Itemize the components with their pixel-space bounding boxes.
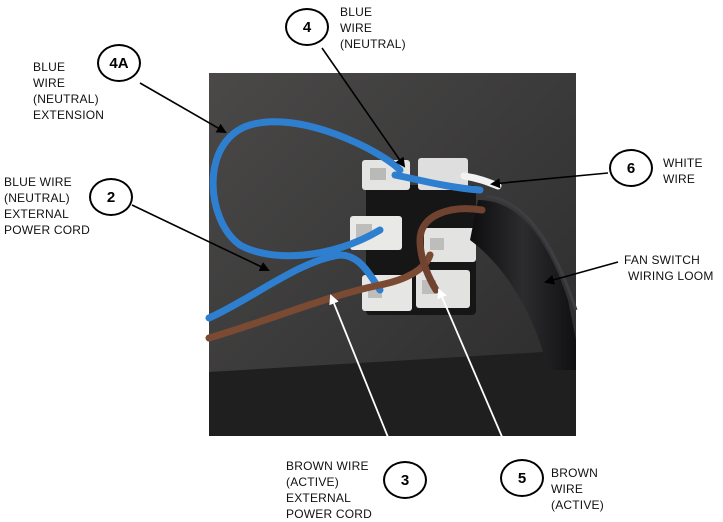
label-4a-line-1: BLUE (33, 60, 66, 74)
label-3: BROWN WIRE (ACTIVE) EXTERNAL POWER CORD (286, 458, 372, 522)
label-2: BLUE WIRE (NEUTRAL) EXTERNAL POWER CORD (4, 174, 90, 238)
blue-wire-external (205, 251, 384, 322)
badge-3: 3 (383, 461, 427, 499)
blue-wire-4 (391, 171, 484, 194)
label-4: BLUE WIRE (NEUTRAL) (340, 4, 406, 52)
arrow-5 (437, 288, 513, 461)
label-3-line-3: EXTERNAL (286, 491, 351, 505)
blue-wire-extension (209, 118, 404, 260)
label-3-line-4: POWER CORD (286, 507, 372, 521)
label-4a-line-2: WIRE (33, 76, 66, 90)
arrow-4 (321, 47, 406, 168)
wiring-loom (470, 200, 576, 370)
label-5-line-1: BROWN (551, 466, 598, 480)
arrow-4a (139, 82, 227, 133)
label-6-line-2: WIRE (663, 172, 696, 186)
label-5-line-3: (ACTIVE) (551, 498, 604, 512)
label-2-line-3: EXTERNAL (4, 207, 69, 221)
label-4-line-3: (NEUTRAL) (340, 37, 406, 51)
label-4a-line-3: (NEUTRAL) (33, 92, 99, 106)
label-5: BROWN WIRE (ACTIVE) (551, 465, 604, 513)
brown-wire-external (205, 251, 434, 342)
label-3-line-1: BROWN WIRE (286, 459, 369, 473)
label-loom-line-2: WIRING LOOM (628, 269, 714, 283)
terminal-mid-right (424, 228, 476, 262)
arrow-loom (544, 261, 619, 285)
label-3-line-2: (ACTIVE) (286, 475, 339, 489)
badge-2: 2 (89, 178, 133, 216)
label-6-line-1: WHITE (663, 156, 703, 170)
badge-4: 4 (285, 8, 329, 46)
badge-4a: 4A (97, 44, 141, 82)
arrow-2 (131, 204, 270, 272)
label-4-line-1: BLUE (340, 5, 373, 19)
arrow-3 (329, 294, 399, 463)
label-2-line-4: POWER CORD (4, 223, 90, 237)
label-4a-line-4: EXTENSION (33, 108, 105, 122)
label-6: WHITE WIRE (663, 155, 703, 187)
mounting-plate (209, 350, 576, 436)
label-loom-line-1: FAN SWITCH (624, 253, 700, 267)
badge-6: 6 (609, 149, 653, 187)
label-4a: BLUE WIRE (NEUTRAL) EXTENSION (33, 59, 104, 123)
label-wiring-loom: FAN SWITCH WIRING LOOM (624, 252, 714, 284)
badge-5: 5 (500, 459, 544, 497)
label-4-line-2: WIRE (340, 21, 373, 35)
brown-wire-active (416, 205, 486, 294)
label-2-line-2: (NEUTRAL) (4, 191, 70, 205)
label-2-line-1: BLUE WIRE (4, 175, 72, 189)
arrow-6 (490, 172, 609, 189)
label-5-line-2: WIRE (551, 482, 584, 496)
